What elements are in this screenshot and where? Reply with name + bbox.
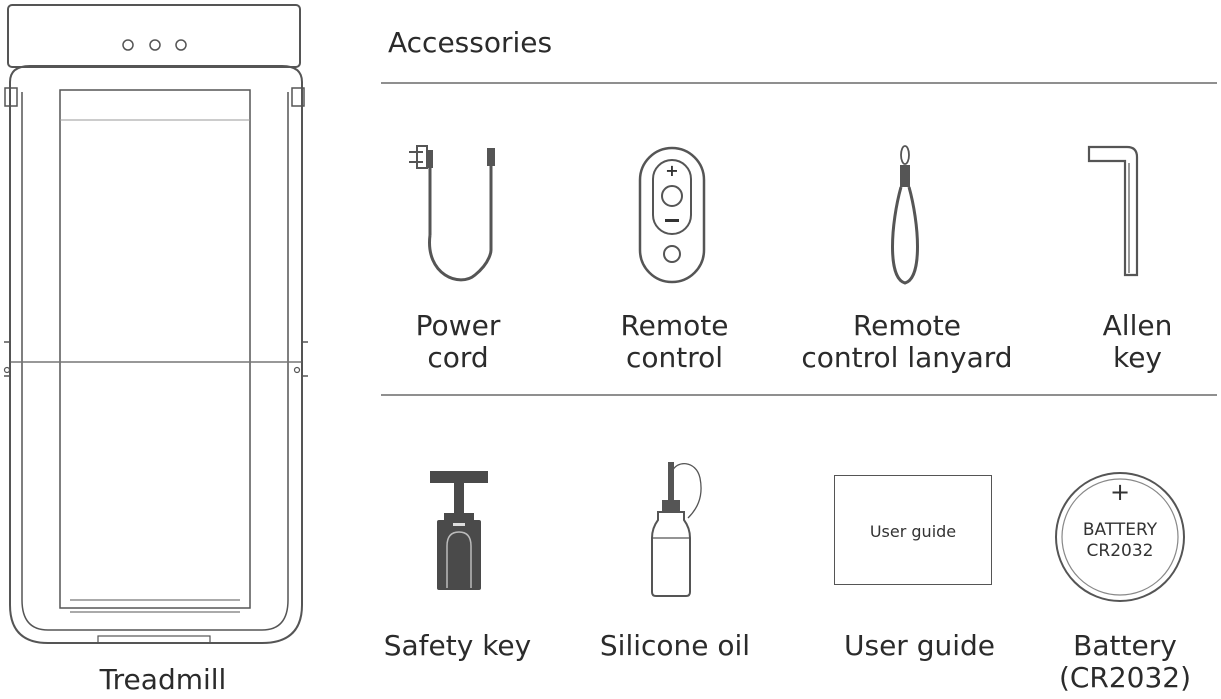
svg-text:CR2032: CR2032 — [1087, 541, 1154, 561]
safety-key-label: Safety key — [383, 629, 532, 662]
battery-icon: + BATTERY CR2032 — [1055, 472, 1185, 602]
top-divider — [381, 82, 1217, 84]
treadmill-indicator-light — [149, 39, 161, 51]
allen-key-icon — [1087, 145, 1139, 277]
battery-label: Battery(CR2032) — [1058, 629, 1192, 694]
middle-divider — [381, 394, 1217, 396]
svg-text:BATTERY: BATTERY — [1083, 520, 1158, 540]
remote-control-icon: + — [638, 146, 706, 284]
silicone-oil-label: Silicone oil — [599, 629, 751, 662]
treadmill-belt — [59, 89, 251, 609]
power-cord-icon — [409, 145, 495, 282]
user-guide-booklet — [834, 475, 992, 585]
page-title: Accessories — [388, 26, 553, 59]
user-guide-label: User guide — [843, 629, 996, 662]
lanyard-icon — [891, 145, 919, 285]
treadmill-illustration — [3, 4, 308, 644]
treadmill-indicator-light — [122, 39, 134, 51]
safety-key-icon — [430, 471, 488, 590]
silicone-oil-icon — [651, 462, 702, 597]
treadmill-top-handle — [7, 4, 301, 68]
treadmill-label: Treadmill — [99, 663, 227, 696]
svg-text:+: + — [665, 161, 678, 180]
treadmill-indicator-light — [175, 39, 187, 51]
treadmill-frame — [9, 65, 303, 644]
user-guide-cover-text: User guide — [869, 522, 957, 541]
svg-text:+: + — [1110, 478, 1130, 506]
